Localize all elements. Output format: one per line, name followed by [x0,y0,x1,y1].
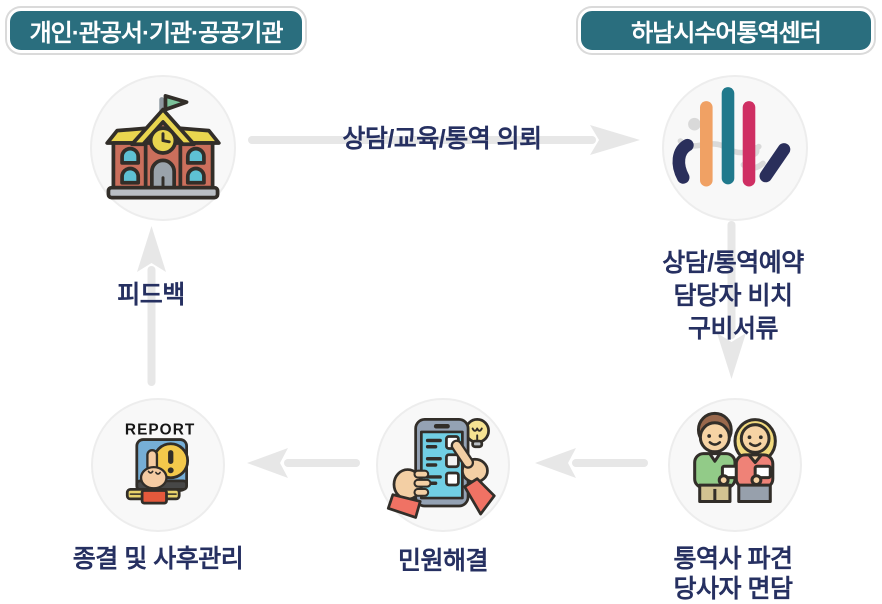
up-feedback-arrow-icon [137,226,166,386]
center-node [662,75,808,221]
school-building-icon [105,94,221,200]
requesters-node [90,75,236,221]
feedback-arrow-label: 피드백 [81,279,221,312]
dispatch-node-label: 통역사 파견 당사자 면담 [633,544,833,604]
resolution-node [376,398,510,532]
closure-node: REPORT [91,398,225,532]
interpreter-people-icon [693,411,777,504]
closure-label-text: 종결 및 사후관리 [72,545,244,573]
reservation-label-line-3: 구비서류 [687,315,779,343]
requesters-badge-label: 개인·관공서·기관·공공기관 [29,20,284,47]
request-arrow-label-text: 상담/교육/통역 의뢰 [342,125,542,153]
feedback-arrow-label-text: 피드백 [117,281,185,309]
resolution-label-text: 민원해결 [397,547,489,575]
request-arrow-label: 상담/교육/통역 의뢰 [262,123,622,156]
requesters-badge: 개인·관공서·기관·공공기관 [7,8,305,53]
resolution-to-closure-arrow-icon [247,448,360,478]
tablet-checklist-icon [386,418,496,519]
request-arrow-icon [248,125,640,155]
dispatch-label-line-2: 당사자 면담 [673,575,793,603]
reservation-label-line-1: 상담/통역예약 [662,249,804,277]
sign-language-center-logo-icon [672,87,791,187]
closure-node-label: 종결 및 사후관리 [38,545,278,573]
report-icon: REPORT [125,421,195,505]
reservation-label-line-2: 담당자 비치 [673,282,793,310]
center-badge-label: 하남시수어통역센터 [631,20,822,47]
dispatch-label-line-1: 통역사 파견 [673,545,793,573]
center-badge: 하남시수어통역센터 [578,8,874,53]
down-arrow-icon [717,221,746,379]
dispatch-node [668,398,802,532]
report-icon-text: REPORT [125,421,195,438]
reservation-steps-label: 상담/통역예약 담당자 비치 구비서류 [633,247,833,346]
resolution-node-label: 민원해결 [343,547,543,575]
dispatch-to-resolution-arrow-icon [535,448,648,478]
